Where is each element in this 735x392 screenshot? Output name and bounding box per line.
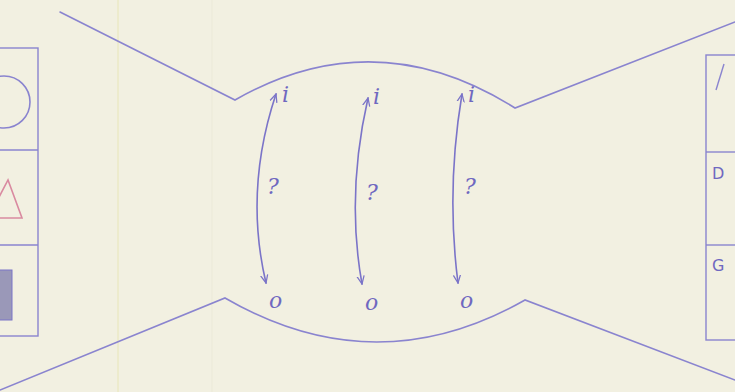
right-letter-table [706,55,735,340]
table-letter: G [712,258,724,274]
bow-tie-outline [0,12,735,390]
sketch-symbol: ? [464,176,476,198]
sketch-symbol: o [269,290,282,312]
double-arrows [257,94,462,284]
left-shape-table [0,48,38,336]
sketch-symbol: o [365,292,378,314]
margin-line [212,0,213,392]
sketch-symbol: i [282,84,289,106]
sketch-symbol: i [373,86,380,108]
sketch-symbol: o [460,290,473,312]
margin-line [118,0,119,392]
table-letter: D [712,166,724,182]
sketch-symbol: ? [267,176,279,198]
sketch-symbol: i [468,84,475,106]
sketch-symbol: ? [366,182,378,204]
